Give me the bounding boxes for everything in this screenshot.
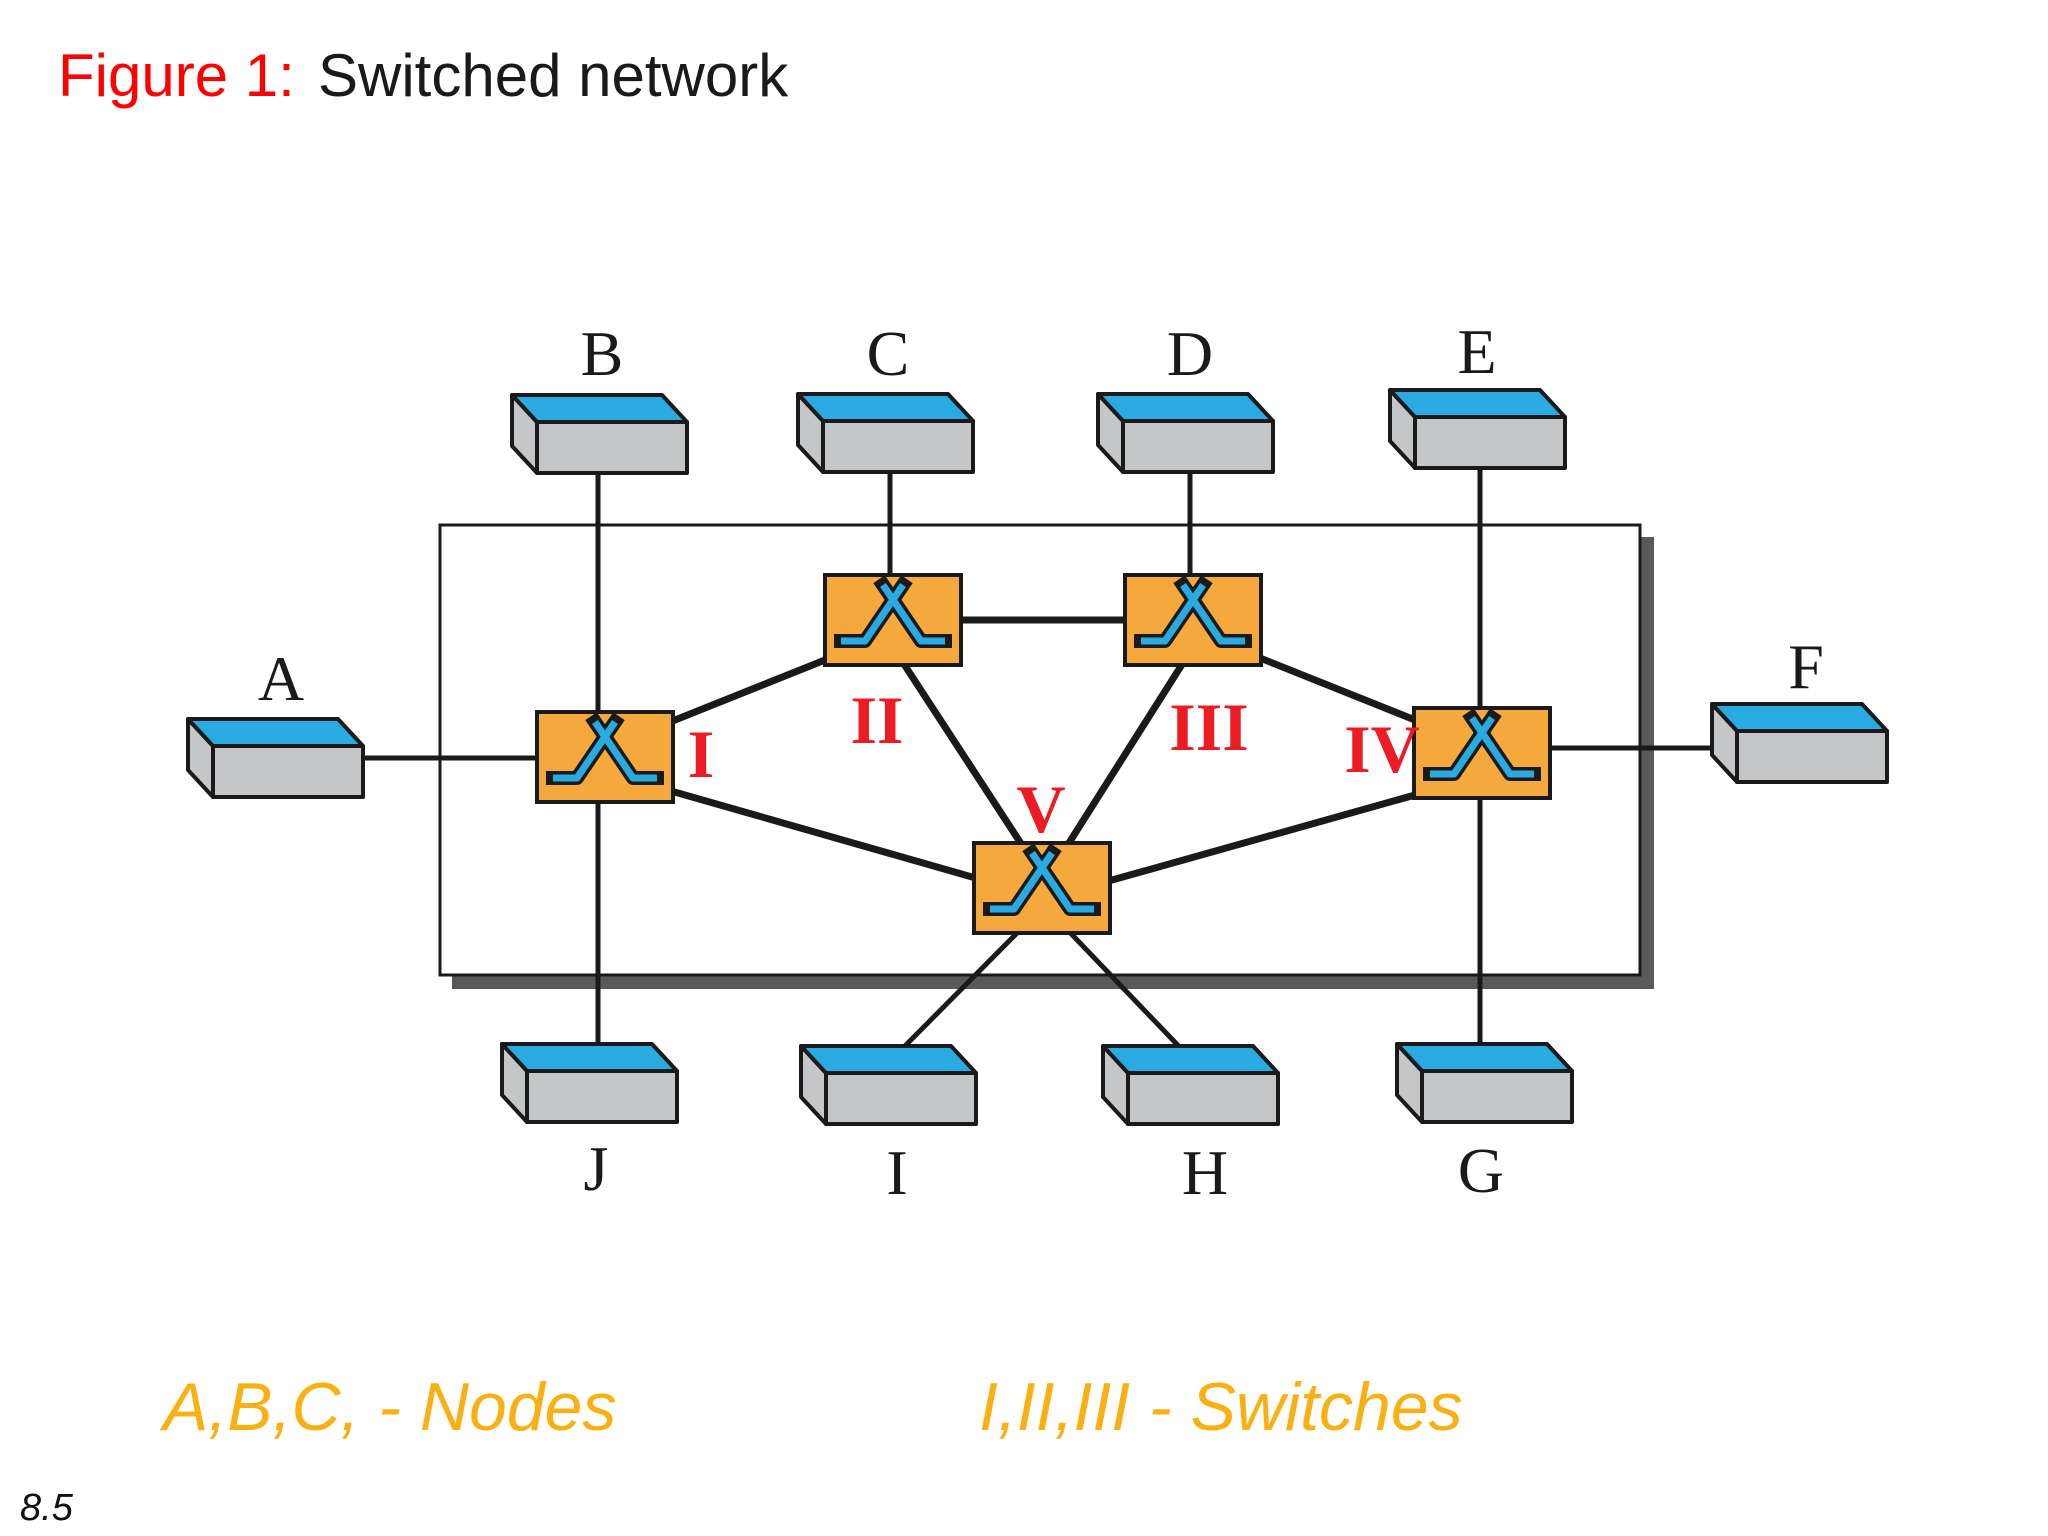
link-switchIII-switchIV [1238, 646, 1442, 734]
node-3d-box-icon [1101, 1044, 1280, 1126]
node-label-B: B [581, 318, 624, 389]
switch-icon [974, 843, 1110, 933]
node-label-A: A [258, 643, 304, 714]
node-3d-box-icon [1096, 392, 1275, 474]
switch-I: I [537, 712, 714, 802]
link-switchII-switchV [895, 653, 1038, 867]
node-3d-box-icon [1710, 702, 1889, 784]
link-switchIV-switchV [1104, 784, 1441, 886]
switch-icon [537, 712, 673, 802]
node-E: E [1388, 316, 1567, 470]
node-label-D: D [1167, 318, 1213, 389]
link-switchI-switchII [648, 646, 852, 734]
switch-IV: IV [1344, 708, 1550, 798]
switch-label-IV: IV [1344, 711, 1420, 787]
node-I: I [799, 1044, 978, 1208]
link-switchV-nodeH [1056, 918, 1194, 1062]
node-G: G [1395, 1042, 1574, 1206]
node-label-F: F [1788, 631, 1824, 702]
node-label-G: G [1458, 1135, 1504, 1206]
page-title: Switched network [318, 42, 789, 109]
node-F: F [1710, 631, 1889, 784]
node-label-H: H [1182, 1137, 1228, 1208]
node-H: H [1101, 1044, 1280, 1208]
node-3d-box-icon [1395, 1042, 1574, 1124]
node-3d-box-icon [799, 1044, 978, 1126]
switch-label-III: III [1169, 689, 1248, 765]
link-switchIII-switchV [1052, 653, 1191, 867]
node-D: D [1096, 318, 1275, 474]
node-C: C [796, 318, 975, 474]
node-label-E: E [1457, 316, 1496, 387]
switch-icon [825, 575, 961, 665]
switch-icon [1414, 708, 1550, 798]
legend-nodes: A,B,C, - Nodes [159, 1369, 617, 1445]
switch-icon [1125, 575, 1261, 665]
node-label-I: I [886, 1137, 907, 1208]
legend-switches: I,II,III - Switches [979, 1369, 1463, 1445]
link-switchI-switchV [649, 781, 1001, 889]
node-3d-box-icon [796, 392, 975, 474]
node-3d-box-icon [186, 717, 365, 799]
node-3d-box-icon [500, 1042, 679, 1124]
node-label-C: C [867, 318, 910, 389]
node-B: B [510, 318, 689, 475]
node-label-J: J [584, 1133, 609, 1204]
switch-II: II [825, 575, 961, 758]
node-J: J [500, 1042, 679, 1204]
switch-label-II: II [851, 682, 904, 758]
switch-III: III [1125, 575, 1261, 765]
switch-label-I: I [688, 716, 714, 792]
figure-label: Figure 1: [58, 42, 295, 109]
page-number: 8.5 [20, 1487, 74, 1529]
switch-label-V: V [1016, 771, 1065, 847]
node-3d-box-icon [1388, 388, 1567, 470]
node-3d-box-icon [510, 393, 689, 475]
node-A: A [186, 643, 365, 799]
link-switchV-nodeI [891, 918, 1032, 1060]
switch-V: V [974, 771, 1110, 933]
